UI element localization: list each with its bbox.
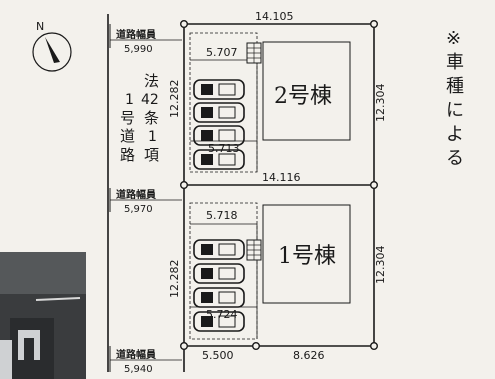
road-legal-basis: 法 42 条 1 項 1 号 道 路 — [120, 72, 159, 164]
lot-2-side-depth: 12.282 — [168, 80, 181, 119]
lot-2-right-depth: 12.304 — [374, 84, 387, 123]
legal-char: 号 — [120, 109, 135, 127]
car-icon — [193, 79, 245, 100]
road-width-value: 5,990 — [124, 44, 153, 55]
vehicle-note: ※ 車 種 に よ る — [446, 28, 464, 169]
road-width-middle: 道路幅員 5,970 — [110, 188, 182, 215]
lot-1: 5.718 1号棟 — [168, 202, 387, 340]
lot-2-top-width: 14.105 — [255, 10, 294, 23]
lot-divider-width: 14.116 — [262, 171, 301, 184]
note-char: る — [446, 148, 464, 169]
car-icon — [193, 102, 245, 123]
car-icon — [193, 287, 245, 308]
car-icon — [193, 125, 245, 146]
road-width-label: 道路幅員 — [116, 348, 156, 361]
bottom-width-right: 8.626 — [293, 349, 325, 362]
parking-cars — [193, 79, 245, 170]
stair-icon — [246, 239, 262, 261]
car-icon — [193, 149, 245, 170]
legal-char: 1 — [148, 129, 157, 145]
car-icon — [193, 239, 245, 260]
north-arrow-icon — [45, 37, 60, 63]
legal-char: 条 — [144, 109, 159, 127]
stair-icon — [246, 42, 262, 64]
lot-1-building-name: 1号棟 — [278, 244, 336, 269]
road-width-bottom: 道路幅員 5,940 — [110, 348, 182, 375]
legal-char: 法 — [144, 72, 159, 90]
legal-char: 路 — [120, 146, 135, 164]
lot-1-side-depth: 12.282 — [168, 260, 181, 299]
note-char: に — [446, 100, 464, 121]
lot-2: 14.105 5.707 2号棟 — [168, 10, 387, 173]
note-char: ※ — [446, 28, 461, 49]
site-boundary — [179, 20, 379, 351]
legal-char: 1 — [125, 92, 134, 108]
legal-char: 道 — [120, 127, 135, 145]
parking-cars — [193, 239, 245, 332]
road-width-label: 道路幅員 — [116, 188, 156, 201]
inset-photo — [0, 252, 86, 379]
lot-1-house-front: 5.718 — [206, 209, 238, 222]
road-width-top: 道路幅員 5,990 — [110, 28, 182, 55]
lot-1-parking-width: 5.724 — [206, 308, 238, 321]
lot-1-right-depth: 12.304 — [374, 246, 387, 285]
north-label: N — [36, 20, 44, 33]
road-edges — [107, 14, 185, 372]
car-icon — [193, 263, 245, 284]
road-width-value: 5,940 — [124, 364, 153, 375]
road-width-value: 5,970 — [124, 204, 153, 215]
legal-char: 42 — [141, 92, 159, 108]
road-width-label: 道路幅員 — [116, 28, 156, 41]
lot-2-parking-width: 5.713 — [208, 142, 240, 155]
north-compass: N — [32, 20, 72, 72]
note-char: よ — [446, 124, 464, 145]
lot-2-building-name: 2号棟 — [274, 84, 332, 109]
lot-2-house-front: 5.707 — [206, 46, 238, 59]
legal-char: 項 — [144, 146, 159, 164]
note-char: 車 — [446, 52, 464, 73]
note-char: 種 — [446, 76, 464, 97]
bottom-width-left: 5.500 — [202, 349, 234, 362]
car-icon — [193, 311, 245, 332]
